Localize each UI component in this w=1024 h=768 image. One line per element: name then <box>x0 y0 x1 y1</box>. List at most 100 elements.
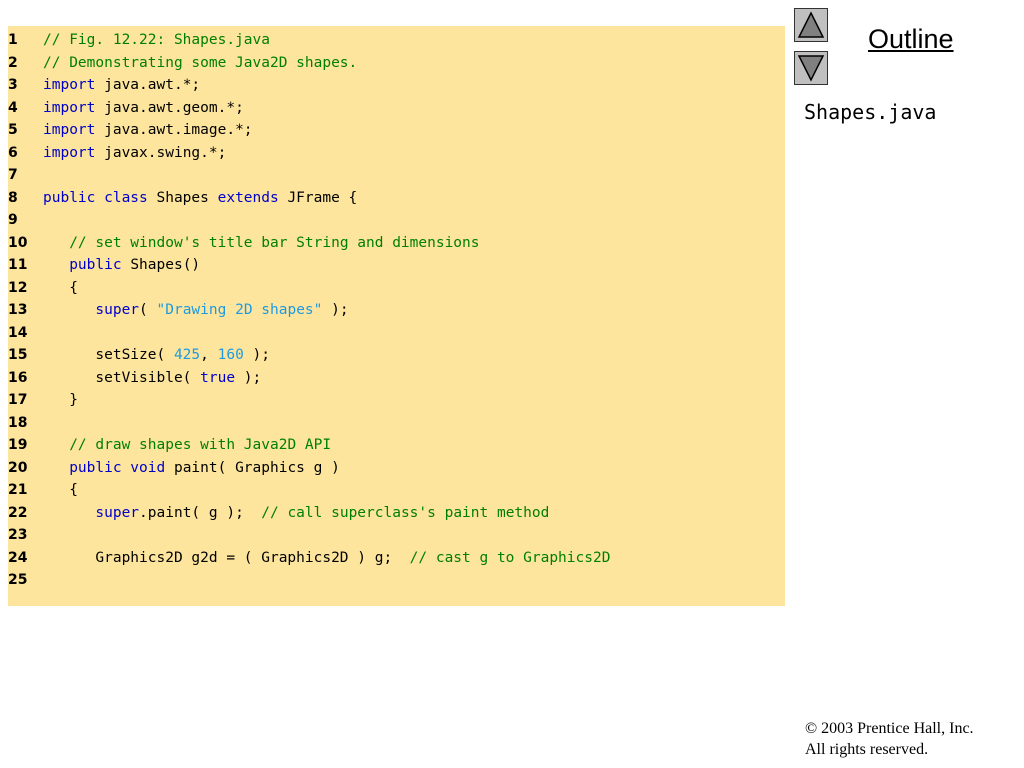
code-token-plain: paint( Graphics g ) <box>165 459 340 476</box>
code-token-plain: ); <box>243 347 271 363</box>
line-number: 24 <box>8 549 28 566</box>
code-token-plain <box>43 505 95 521</box>
outline-title[interactable]: Outline <box>868 24 954 54</box>
code-token-plain: Shapes <box>147 189 218 206</box>
code-token-number: 425 <box>173 347 201 363</box>
code-text: { <box>43 479 78 501</box>
code-text: public Shapes() <box>43 254 200 276</box>
copyright-symbol: © <box>805 720 818 737</box>
line-number: 14 <box>8 324 28 341</box>
code-token-plain: } <box>43 392 78 408</box>
code-token-plain <box>43 460 69 476</box>
code-token-comment: // draw shapes with Java2D API <box>69 437 332 453</box>
code-token-plain: .paint( g ); <box>139 504 262 521</box>
line-number: 9 <box>8 212 18 228</box>
code-token-number: 160 <box>217 347 244 363</box>
code-token-keyword: import <box>43 99 96 116</box>
next-slide-button[interactable] <box>794 51 828 85</box>
line-number: 11 <box>8 257 28 273</box>
line-number: 22 <box>8 504 28 521</box>
code-token-plain: java.awt.image.*; <box>95 122 253 138</box>
code-text: public void paint( Graphics g ) <box>43 457 340 479</box>
code-token-keyword: public class <box>43 189 148 206</box>
line-number: 18 <box>8 414 28 431</box>
code-token-comment: // set window's title bar String and dim… <box>69 234 480 251</box>
line-number: 15 <box>8 347 28 363</box>
code-text: Graphics2D g2d = ( Graphics2D ) g; // ca… <box>43 547 610 569</box>
line-number: 20 <box>8 459 28 476</box>
code-text: import java.awt.image.*; <box>43 119 253 141</box>
code-text: import java.awt.geom.*; <box>43 97 244 119</box>
code-token-plain <box>43 302 95 318</box>
line-number: 16 <box>8 369 28 386</box>
code-text: super( "Drawing 2D shapes" ); <box>43 299 349 321</box>
previous-slide-button[interactable] <box>794 8 828 42</box>
code-token-comment: // cast g to Graphics2D <box>409 549 611 566</box>
code-token-plain: Shapes() <box>121 257 201 273</box>
code-text: // Demonstrating some Java2D shapes. <box>43 52 357 74</box>
code-token-keyword: import <box>43 77 96 93</box>
code-text: public class Shapes extends JFrame { <box>43 187 357 209</box>
line-number: 23 <box>8 527 28 543</box>
code-token-keyword: import <box>43 144 96 161</box>
copyright-notice: © 2003 Prentice Hall, Inc. All rights re… <box>805 718 974 760</box>
code-token-plain: , <box>200 347 218 363</box>
code-text: { <box>43 277 78 299</box>
code-token-plain <box>43 257 69 273</box>
line-number: 2 <box>8 54 18 71</box>
code-text: import javax.swing.*; <box>43 142 226 164</box>
code-token-keyword: extends <box>217 189 279 206</box>
code-text: } <box>43 389 78 411</box>
triangle-up-icon <box>797 11 825 38</box>
line-number: 7 <box>8 167 18 183</box>
code-token-keyword: import <box>43 122 96 138</box>
code-token-comment: // Fig. 12.22: Shapes.java <box>43 32 270 48</box>
code-token-plain: setSize( <box>43 347 174 363</box>
line-number: 12 <box>8 279 28 296</box>
code-token-plain <box>43 437 69 453</box>
code-token-keyword: super <box>95 504 140 521</box>
line-number: 5 <box>8 122 18 138</box>
code-token-comment: // Demonstrating some Java2D shapes. <box>43 54 358 71</box>
code-text: setSize( 425, 160 ); <box>43 344 270 366</box>
code-token-plain: java.awt.geom.*; <box>95 99 244 116</box>
code-token-plain: java.awt.*; <box>95 77 201 93</box>
code-text: import java.awt.*; <box>43 74 200 96</box>
line-number: 19 <box>8 437 28 453</box>
code-token-keyword: public void <box>69 459 166 476</box>
line-number: 6 <box>8 144 18 161</box>
copyright-line-2: All rights reserved. <box>805 741 929 758</box>
line-number: 3 <box>8 77 18 93</box>
code-token-keyword: super <box>95 302 140 318</box>
triangle-down-icon <box>797 55 825 82</box>
code-token-plain: ( <box>139 302 157 318</box>
code-token-plain: Graphics2D g2d = ( Graphics2D ) g; <box>43 549 410 566</box>
code-listing: 1 // Fig. 12.22: Shapes.java 2 // Demonstra… <box>8 26 785 606</box>
code-token-string: "Drawing 2D shapes" <box>156 302 323 318</box>
code-token-plain <box>43 235 69 251</box>
code-token-keyword: true <box>200 369 236 386</box>
code-token-plain: { <box>43 482 78 498</box>
line-number: 1 <box>8 32 18 48</box>
code-text: // set window's title bar String and dim… <box>43 232 480 254</box>
copyright-line-1: 2003 Prentice Hall, Inc. <box>821 720 974 737</box>
line-number: 13 <box>8 302 28 318</box>
code-token-comment: // call superclass's paint method <box>261 504 550 521</box>
code-text: // Fig. 12.22: Shapes.java <box>43 29 270 51</box>
code-text: super.paint( g ); // call superclass's p… <box>43 502 549 524</box>
code-token-plain: javax.swing.*; <box>95 144 227 161</box>
code-text: // draw shapes with Java2D API <box>43 434 331 456</box>
code-text: setVisible( true ); <box>43 367 261 389</box>
file-name-label: Shapes.java <box>804 100 937 124</box>
line-number: 17 <box>8 392 28 408</box>
code-token-plain: JFrame { <box>278 189 358 206</box>
code-token-keyword: public <box>69 257 122 273</box>
code-token-plain: setVisible( <box>43 369 201 386</box>
code-token-plain: { <box>43 279 78 296</box>
code-token-plain: ); <box>322 302 349 318</box>
code-token-plain: ); <box>235 369 262 386</box>
line-number: 4 <box>8 99 18 116</box>
line-number: 8 <box>8 189 18 206</box>
line-number: 25 <box>8 572 28 588</box>
line-number: 21 <box>8 482 28 498</box>
